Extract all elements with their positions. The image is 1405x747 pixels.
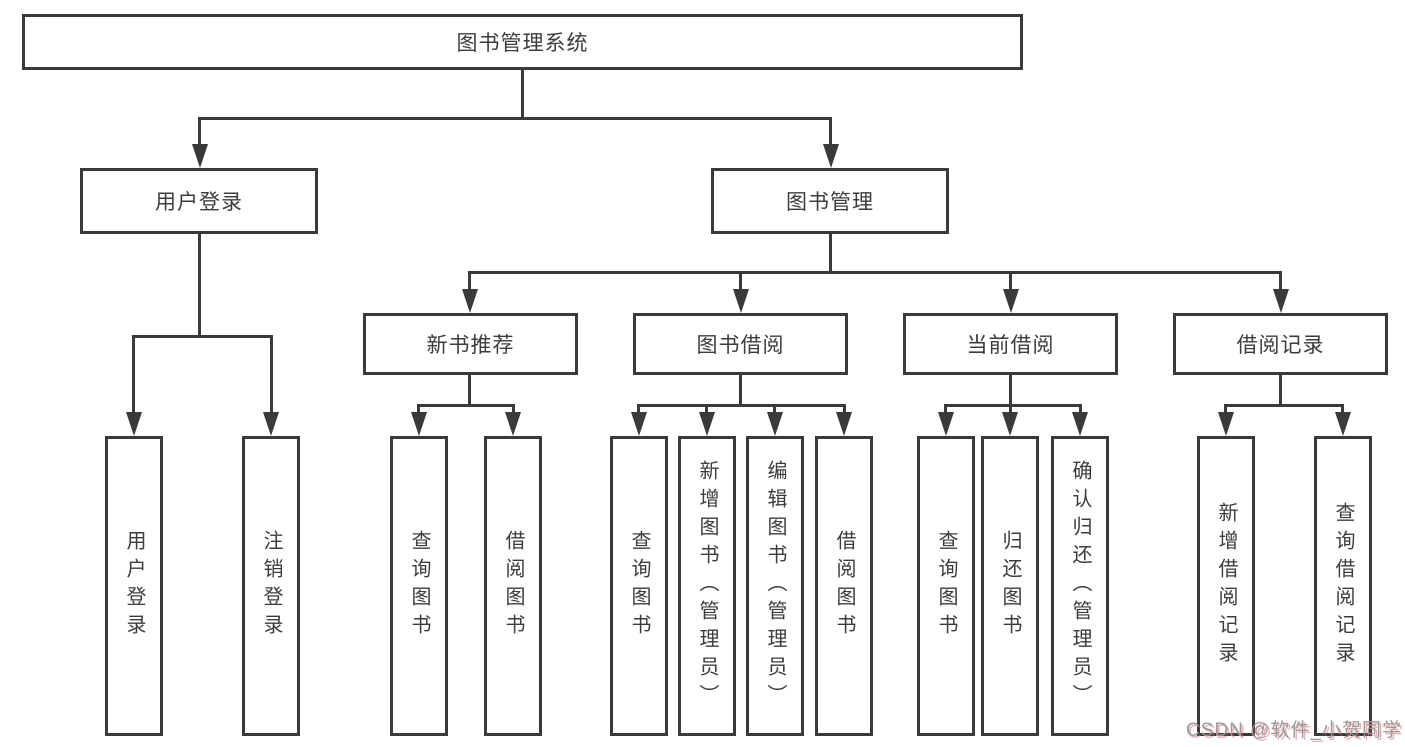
node-label: 编辑图书（管理员） [764,460,786,712]
arrow-down-icon [631,412,647,436]
connector-line [198,234,201,337]
connector-line [1224,404,1227,418]
node-label: 借阅记录 [1236,334,1325,357]
node-current-borrowing: 当前借阅 [903,313,1118,375]
node-label: 查询图书 [628,530,650,642]
arrow-down-icon [823,144,839,168]
node-new-book-recommendation: 新书推荐 [363,313,578,375]
connector-line [198,117,832,120]
node-label: 借阅图书 [502,530,524,642]
leaf-edit-books-admin: 编辑图书（管理员） [746,436,804,736]
node-label: 借阅图书 [833,530,855,642]
leaf-return-books: 归还图书 [981,436,1039,736]
node-label: 图书借阅 [696,334,785,357]
node-book-management: 图书管理 [711,168,949,234]
arrow-down-icon [263,412,279,436]
connector-line [773,404,776,418]
connector-line [705,404,708,418]
arrow-down-icon [126,412,142,436]
arrow-down-icon [1273,289,1289,313]
node-label: 查询借阅记录 [1332,502,1354,670]
node-root-library-management-system: 图书管理系统 [22,14,1023,70]
leaf-query-borrow-record: 查询借阅记录 [1314,436,1372,736]
node-label: 查询图书 [408,530,430,642]
arrow-down-icon [1218,412,1234,436]
connector-line [270,335,273,415]
connector-line [829,234,832,274]
arrow-down-icon [462,289,478,313]
node-label: 新增借阅记录 [1215,502,1237,670]
leaf-query-books-recommend: 查询图书 [390,436,448,736]
arrow-down-icon [836,412,852,436]
connector-line [468,271,1282,274]
connector-line [944,404,947,418]
connector-line [1009,404,1012,418]
leaf-query-books-current: 查询图书 [917,436,975,736]
connector-line [417,404,420,418]
connector-line [198,117,201,149]
arrow-down-icon [505,412,521,436]
node-label: 注销登录 [260,530,282,642]
connector-line [468,271,471,293]
csdn-watermark: CSDN @软件_小贺同学 [1186,720,1402,741]
leaf-add-books-admin: 新增图书（管理员） [678,436,736,736]
leaf-user-login: 用户登录 [105,436,163,736]
node-label: 确认归还（管理员） [1069,460,1091,712]
arrow-down-icon [767,412,783,436]
leaf-confirm-return-admin: 确认归还（管理员） [1051,436,1109,736]
node-label: 归还图书 [999,530,1021,642]
connector-line [829,117,832,149]
node-label: 查询图书 [935,530,957,642]
leaf-logout: 注销登录 [242,436,300,736]
connector-line [1079,404,1082,418]
connector-line [843,404,846,418]
leaf-borrow-books: 借阅图书 [815,436,873,736]
connector-line [739,375,742,406]
arrow-down-icon [192,144,208,168]
connector-line [132,335,273,338]
connector-line [417,404,515,407]
node-label: 用户登录 [155,191,243,214]
arrow-down-icon [733,289,749,313]
arrow-down-icon [938,412,954,436]
connector-line [1009,375,1012,406]
connector-line [944,404,1082,407]
connector-line [1279,271,1282,293]
leaf-query-books-borrowing: 查询图书 [610,436,668,736]
node-label: 图书管理系统 [456,32,589,55]
node-borrowing-records: 借阅记录 [1173,313,1388,375]
arrow-down-icon [1072,412,1088,436]
arrow-down-icon [699,412,715,436]
node-label: 图书管理 [786,191,874,214]
connector-line [521,70,524,118]
connector-line [739,271,742,293]
connector-line [132,335,135,415]
arrow-down-icon [1335,412,1351,436]
connector-line [468,375,471,406]
node-label: 当前借阅 [966,334,1055,357]
connector-line [1224,404,1344,407]
connector-line [1279,375,1282,406]
node-label: 用户登录 [123,530,145,642]
node-label: 新书推荐 [426,334,515,357]
connector-line [637,404,640,418]
leaf-borrow-books-recommend: 借阅图书 [484,436,542,736]
leaf-add-borrow-record: 新增借阅记录 [1197,436,1255,736]
node-user-login: 用户登录 [80,168,318,234]
connector-line [637,404,846,407]
arrow-down-icon [411,412,427,436]
connector-line [512,404,515,418]
arrow-down-icon [1002,412,1018,436]
arrow-down-icon [1003,289,1019,313]
connector-line [1341,404,1344,418]
node-label: 新增图书（管理员） [696,460,718,712]
connector-line [1009,271,1012,293]
node-book-borrowing: 图书借阅 [633,313,848,375]
